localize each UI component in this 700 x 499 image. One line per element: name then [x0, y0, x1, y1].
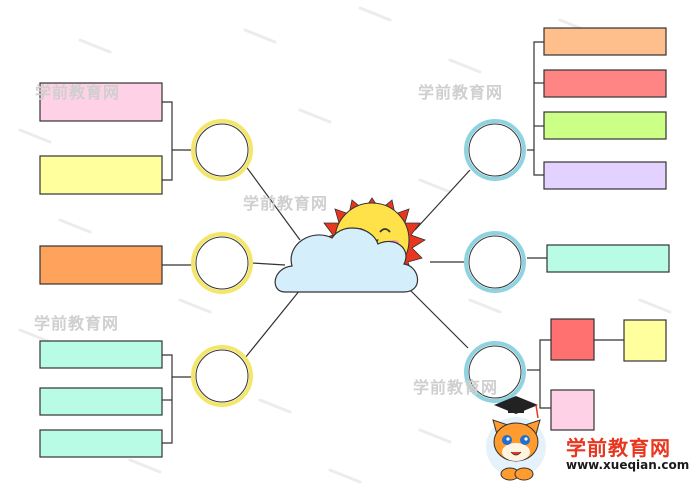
- node-circle-left-2-inner: [195, 236, 249, 290]
- right-box-7[interactable]: [623, 319, 667, 362]
- right-box-8[interactable]: [550, 389, 595, 431]
- left-box-5[interactable]: [39, 387, 163, 416]
- node-circle-left-1[interactable]: [191, 119, 253, 181]
- node-circle-left-3[interactable]: [191, 345, 253, 407]
- watermark-4: 学前教育网: [34, 314, 120, 333]
- right-box-5[interactable]: [546, 244, 670, 273]
- left-box-2[interactable]: [39, 155, 163, 195]
- node-circle-left-2[interactable]: [191, 232, 253, 294]
- watermark-3: 学前教育网: [243, 194, 329, 213]
- right-box-2[interactable]: [543, 69, 667, 98]
- cloud-icon: [274, 227, 419, 293]
- left-box-4[interactable]: [39, 340, 163, 369]
- node-circle-right-2[interactable]: [464, 231, 526, 293]
- right-box-1[interactable]: [543, 27, 667, 56]
- mascot-fox-icon: [486, 396, 546, 481]
- right-box-3[interactable]: [543, 111, 667, 140]
- node-circle-right-2-inner: [468, 235, 522, 289]
- node-circle-left-3-inner: [195, 349, 249, 403]
- node-circle-left-1-inner: [195, 123, 249, 177]
- brand-logo-text: 学前教育网: [566, 436, 671, 460]
- watermark-2: 学前教育网: [418, 83, 504, 102]
- background-dashes: [18, 6, 672, 484]
- left-box-1[interactable]: [39, 82, 163, 122]
- brand-url: www.xueqian.com: [566, 458, 690, 472]
- watermark-5: 学前教育网: [413, 378, 499, 397]
- brackets-right: [527, 41, 624, 409]
- watermark-1: 学前教育网: [35, 83, 121, 102]
- node-circle-right-1[interactable]: [464, 119, 526, 181]
- brackets-left: [162, 101, 193, 444]
- left-box-6[interactable]: [39, 429, 163, 458]
- node-circle-right-3-inner: [468, 345, 522, 399]
- node-circle-right-1-inner: [468, 123, 522, 177]
- right-box-4[interactable]: [543, 161, 667, 190]
- node-circle-right-3[interactable]: [464, 341, 526, 403]
- left-box-3[interactable]: [39, 245, 163, 285]
- spokes: [244, 164, 471, 359]
- right-box-6[interactable]: [550, 318, 595, 361]
